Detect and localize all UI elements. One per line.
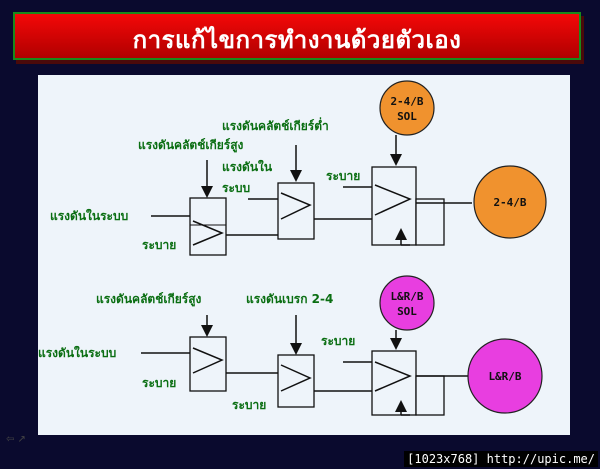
title-bar: การแก้ไขการทำงานด้วยตัวเอง <box>13 12 581 60</box>
top-line-pressure-label: แรงดันในระบบ <box>50 208 128 223</box>
top-solenoid-sub: SOL <box>397 110 417 123</box>
bottom-high-clutch-label: แรงดันคลัตช์เกียร์สูง <box>96 292 202 307</box>
bottom-output-label: L&R/B <box>488 370 521 383</box>
top-internal-label-2: ระบบ <box>222 181 250 195</box>
top-solenoid-label: 2-4/B <box>390 95 423 108</box>
bottom-output-circle <box>467 338 543 414</box>
bottom-solenoid-sub: SOL <box>397 305 417 318</box>
bottom-solenoid-circle <box>379 275 435 331</box>
top-high-clutch-label: แรงดันคลัตช์เกียร์สูง <box>138 138 244 153</box>
top-internal-label: แรงดันใน <box>222 159 273 174</box>
watermark: [1023x768] http://upic.me/ <box>404 451 598 467</box>
bottom-drain-label-1: ระบาย <box>142 376 176 390</box>
slide-title: การแก้ไขการทำงานด้วยตัวเอง <box>132 26 462 54</box>
bottom-valve-1 <box>189 336 227 392</box>
top-valve-2 <box>277 182 315 240</box>
bottom-solenoid-label: L&R/B <box>390 290 423 303</box>
bottom-drain-label-2: ระบาย <box>232 398 266 412</box>
bottom-line-pressure-label: แรงดันในระบบ <box>38 345 116 360</box>
bottom-drain-label-3: ระบาย <box>321 334 355 348</box>
top-drain-label-1: ระบาย <box>142 238 176 252</box>
top-low-clutch-label: แรงดันคลัตช์เกียร์ต่ำ <box>222 117 329 133</box>
bottom-valve-2 <box>277 354 315 408</box>
bottom-brake-label: แรงดันเบรก 2-4 <box>246 292 333 306</box>
top-drain-label-2: ระบาย <box>326 169 360 183</box>
top-solenoid-circle <box>379 80 435 136</box>
slide-nav-icon[interactable]: ⇦ ↗ <box>6 434 26 445</box>
top-output-label: 2-4/B <box>493 196 526 209</box>
diagram-panel: 2-4/B SOL 2-4/B แรงดันคลัตช์เกียร์ต่ำ แร… <box>38 75 570 435</box>
valve-diagram: 2-4/B SOL 2-4/B แรงดันคลัตช์เกียร์ต่ำ แร… <box>38 80 547 416</box>
top-output-circle <box>473 165 547 239</box>
